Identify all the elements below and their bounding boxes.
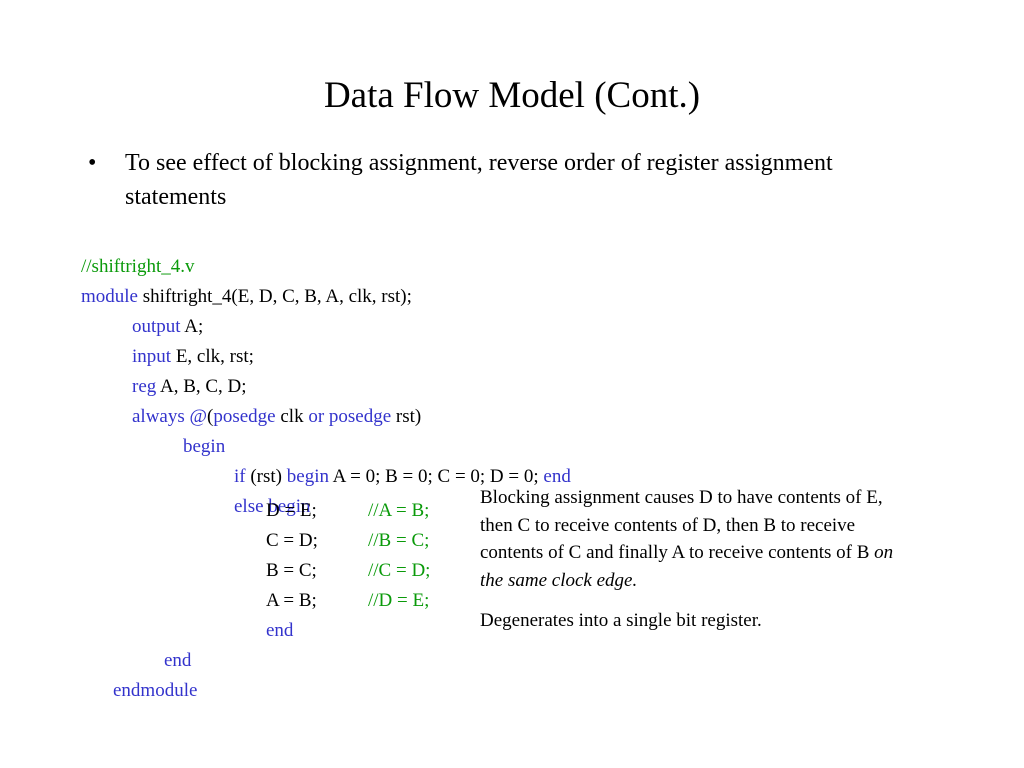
code-keyword: or	[308, 406, 325, 427]
code-statement: D = E;	[266, 500, 317, 521]
code-text: (rst)	[245, 466, 287, 487]
code-comment: //shiftright_4.v	[81, 256, 195, 277]
code-comment: //A = B;	[368, 500, 430, 521]
code-line-module: module shiftright_4(E, D, C, B, A, clk, …	[62, 258, 412, 307]
note-paragraph-2: Degenerates into a single bit register.	[480, 610, 762, 631]
code-comment: //D = E;	[368, 590, 430, 611]
code-keyword: begin	[286, 466, 329, 487]
code-keyword: posedge	[213, 406, 276, 427]
code-keyword: else begin	[234, 496, 311, 517]
slide-title: Data Flow Model (Cont.)	[323, 75, 701, 116]
note-paragraph: Blocking assignment causes D to have con…	[480, 484, 920, 594]
code-keyword: module	[81, 286, 138, 307]
bullet-text: To see effect of blocking assignment, re…	[125, 150, 833, 210]
code-keyword: end	[543, 466, 571, 487]
code-line-end-outer: end	[164, 650, 192, 671]
code-line-input: input E, clk, rst;	[113, 318, 254, 367]
code-keyword: output	[132, 316, 181, 337]
code-keyword: reg	[132, 376, 157, 397]
code-statement: C = D;	[266, 530, 318, 551]
code-line-reg: reg A, B, C, D;	[113, 348, 247, 397]
code-statement: B = C;	[266, 560, 317, 581]
code-line-filename: //shiftright_4.v	[62, 228, 194, 277]
code-text: clk	[275, 406, 309, 427]
code-line-always: always @(posedge clk or posedge rst)	[113, 378, 421, 427]
code-text: rst)	[391, 406, 422, 427]
note-text: Blocking assignment causes D to have con…	[480, 487, 883, 563]
code-keyword: input	[132, 346, 172, 367]
code-text: A = 0; B = 0; C = 0; D = 0;	[328, 466, 544, 487]
code-text: (	[207, 406, 214, 427]
code-keyword: begin	[183, 436, 226, 457]
code-line-output: output A;	[113, 288, 203, 337]
code-keyword: if	[234, 466, 246, 487]
explanation-note: Blocking assignment causes D to have con…	[480, 484, 920, 635]
code-keyword: always @	[132, 406, 208, 427]
code-keyword: posedge	[328, 406, 392, 427]
code-text: A, B, C, D;	[156, 376, 247, 397]
code-text: A;	[180, 316, 204, 337]
bullet-marker: •	[88, 150, 97, 176]
code-line-end-inner: end	[266, 620, 294, 641]
code-text: E, clk, rst;	[171, 346, 254, 367]
code-comment: //B = C;	[368, 530, 430, 551]
code-line-endmodule: endmodule	[113, 680, 198, 701]
code-line-begin: begin	[164, 408, 225, 457]
note-emphasis: on the same clock edge.	[480, 542, 894, 591]
code-text: shiftright_4(E, D, C, B, A, clk, rst);	[138, 286, 412, 307]
code-comment: //C = D;	[368, 560, 431, 581]
code-statement: A = B;	[266, 590, 317, 611]
code-line-if: if (rst) begin A = 0; B = 0; C = 0; D = …	[215, 438, 571, 487]
code-line-else: else begin	[215, 468, 311, 517]
